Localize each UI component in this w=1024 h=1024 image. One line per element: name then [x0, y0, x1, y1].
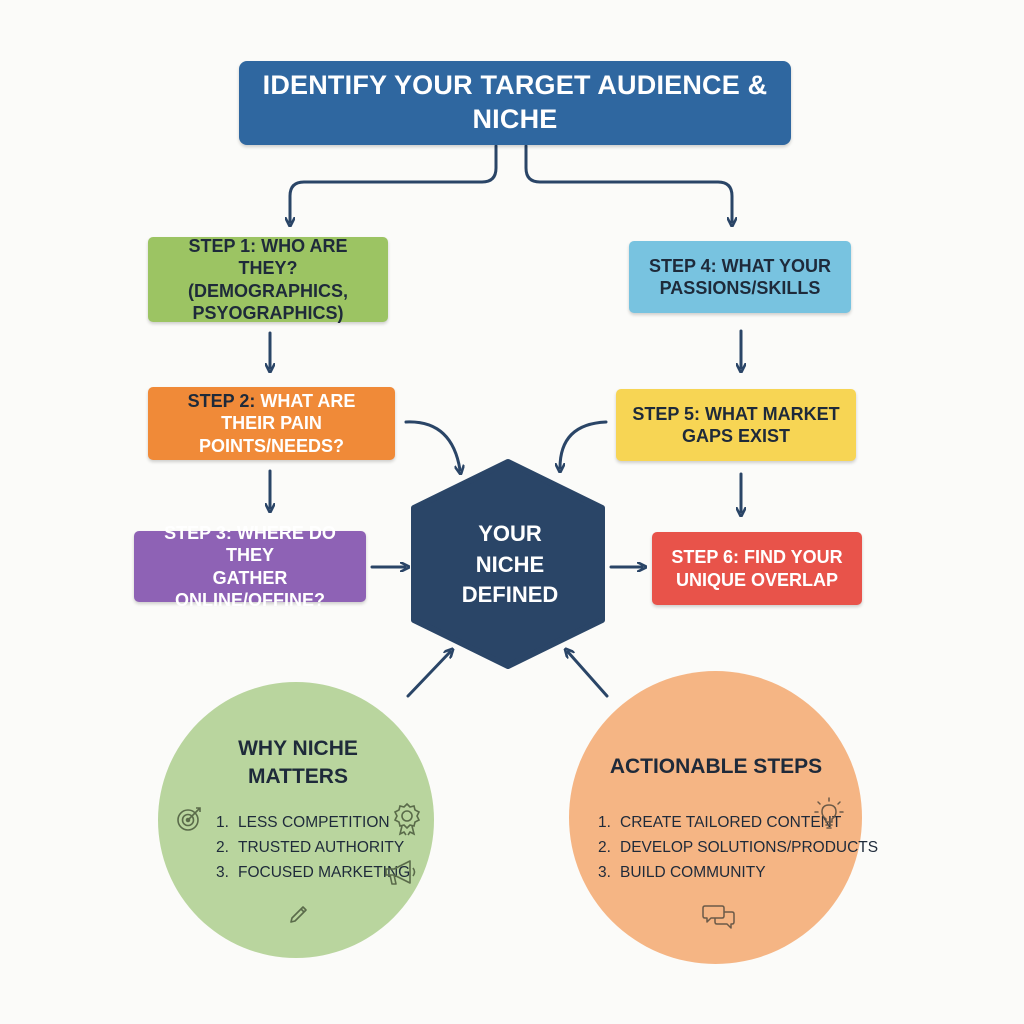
step-6-box: STEP 6: FIND YOUR UNIQUE OVERLAP — [652, 532, 862, 605]
main-title-box: IDENTIFY YOUR TARGET AUDIENCE & NICHE — [239, 61, 791, 145]
why-title-line-1: WHY NICHE — [238, 737, 358, 760]
actionable-steps-circle — [569, 671, 862, 964]
why-niche-matters-circle — [158, 682, 434, 958]
step-6-label: STEP 6: FIND YOUR — [671, 547, 843, 567]
step-2-box: STEP 2: WHAT ARE THEIR PAIN POINTS/NEEDS… — [148, 387, 395, 460]
step-5-text: GAPS EXIST — [681, 426, 791, 446]
arrow-step2-to-center — [404, 420, 460, 470]
step-5-label: STEP 5: WHAT MARKET — [632, 403, 840, 424]
step-3-text: GATHER ONLINE/OFFINE? — [175, 567, 325, 611]
center-line-3: DEFINED — [461, 582, 559, 608]
arrow-title-to-step4 — [524, 144, 732, 222]
actionable-item-1: 1.CREATE TAILORED CONTENT — [598, 814, 842, 831]
actionable-list: 1.CREATE TAILORED CONTENT 2.DEVELOP SOLU… — [598, 810, 878, 885]
why-title-line-2: MATTERS — [248, 765, 348, 789]
main-title: IDENTIFY YOUR TARGET AUDIENCE & NICHE — [262, 70, 768, 134]
why-item-2: 2.TRUSTED AUTHORITY — [216, 839, 405, 856]
arrow-title-to-step1 — [290, 144, 498, 222]
step-1-box: STEP 1: WHO ARE THEY? (DEMOGRAPHICS, PSY… — [148, 235, 388, 324]
step-3-box: STEP 3: WHERE DO THEY GATHER ONLINE/OFFI… — [134, 523, 366, 610]
step-3-label: STEP 3: WHERE DO THEY — [164, 522, 336, 566]
actionable-title: ACTIONABLE STEPS — [609, 755, 823, 778]
why-item-1: 1.LESS COMPETITION — [216, 814, 390, 831]
step-4-text: PASSIONS/SKILLS — [659, 278, 821, 298]
actionable-item-2: 2.DEVELOP SOLUTIONS/PRODUCTS — [598, 839, 879, 856]
why-niche-title: WHY NICHE MATTERS — [198, 735, 398, 792]
why-niche-list: 1.LESS COMPETITION 2.TRUSTED AUTHORITY 3… — [216, 810, 410, 885]
pencil-icon — [290, 906, 307, 923]
megaphone-icon — [385, 860, 416, 885]
award-ribbon-icon — [393, 802, 421, 836]
step-4-label: STEP 4: WHAT YOUR — [648, 255, 832, 276]
arrow-why-to-center — [406, 652, 450, 698]
step-6-text: UNIQUE OVERLAP — [675, 569, 839, 590]
center-niche-label: YOUR NICHE DEFINED — [420, 510, 600, 620]
step-1-label: STEP 1: WHO ARE THEY? — [188, 235, 348, 279]
center-line-2: NICHE — [475, 551, 545, 577]
chat-bubbles-icon — [702, 905, 735, 929]
center-line-1: YOUR — [478, 520, 542, 546]
arrow-step5-to-center — [560, 420, 608, 468]
target-icon — [177, 807, 201, 831]
step-2-text: WHAT ARE THEIR PAIN POINTS/NEEDS? — [198, 390, 356, 456]
arrow-actionable-to-center — [568, 652, 609, 698]
step-1-text: (DEMOGRAPHICS, PSYOGRAPHICS) — [187, 280, 348, 324]
step-2-label: STEP 2: — [187, 390, 256, 411]
step-5-box: STEP 5: WHAT MARKET GAPS EXIST — [616, 389, 856, 461]
step-4-box: STEP 4: WHAT YOUR PASSIONS/SKILLS — [629, 241, 851, 313]
actionable-item-3: 3.BUILD COMMUNITY — [598, 864, 766, 881]
why-item-3: 3.FOCUSED MARKETING — [216, 864, 411, 881]
lightbulb-icon — [814, 797, 844, 829]
